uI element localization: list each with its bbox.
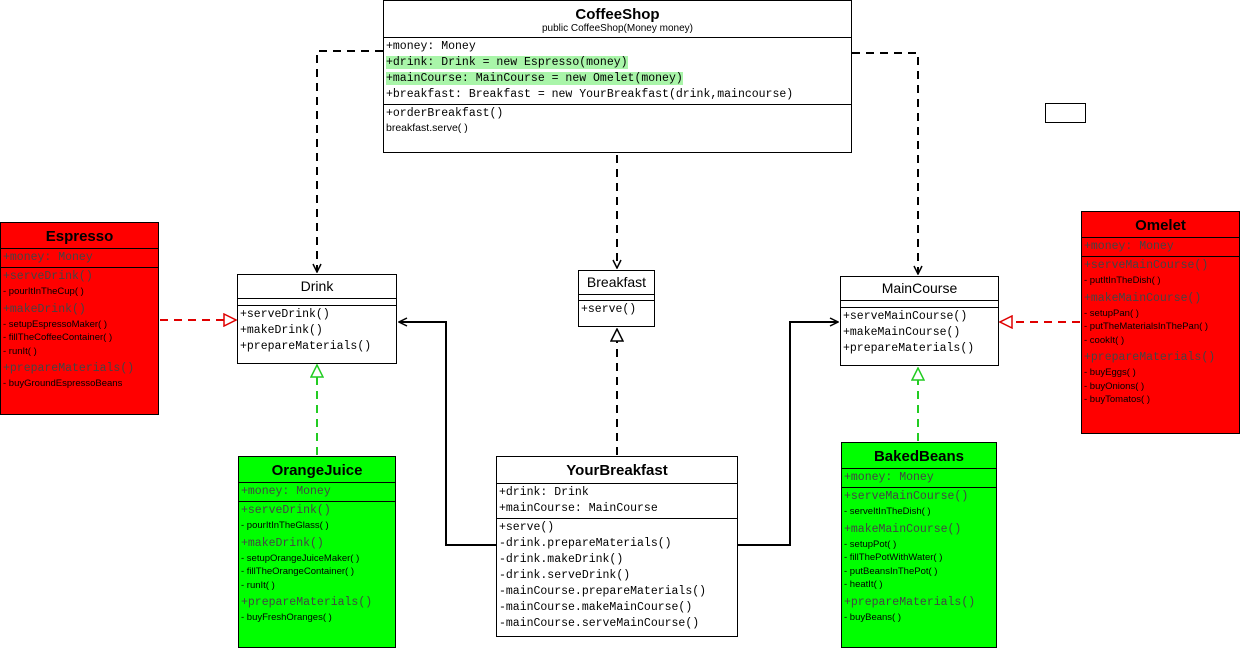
assoc-yourbreakfast-maincourse <box>738 322 838 546</box>
breakfast-operations: +serve() <box>579 300 654 319</box>
orangejuice-method-makedrink: +makeDrink() <box>241 536 324 550</box>
omelet-step: - putItInTheDish( ) <box>1084 275 1161 286</box>
espresso-title: Espresso <box>45 228 114 245</box>
omelet-step: - buyEggs( ) <box>1084 367 1136 378</box>
yourbreakfast-op: -drink.prepareMaterials() <box>499 537 672 550</box>
coffeeshop-title: CoffeeShop <box>575 6 660 23</box>
bakedbeans-step: - serveItInTheDish( ) <box>844 506 931 517</box>
orangejuice-step: - buyFreshOranges( ) <box>241 612 332 623</box>
omelet-step: - setupPan( ) <box>1084 307 1139 319</box>
bakedbeans-step: - fillThePotWithWater( ) <box>844 552 943 563</box>
espresso-step: - pourItInTheCup( ) <box>3 286 84 297</box>
yourbreakfast-op: -drink.makeDrink() <box>499 553 624 566</box>
maincourse-op-1: +serveMainCourse() <box>843 310 968 323</box>
coffeeshop-op-orderbreakfast: +orderBreakfast() <box>386 107 504 120</box>
espresso-step: - runIt( ) <box>3 345 37 357</box>
omelet-attr-money: +money: Money <box>1084 240 1174 253</box>
bakedbeans-method-preparematerials: +prepareMaterials() <box>844 595 976 609</box>
class-coffeeshop[interactable]: CoffeeShop public CoffeeShop(Money money… <box>383 0 852 153</box>
maincourse-op-3: +prepareMaterials() <box>843 342 975 355</box>
orangejuice-step: - runIt( ) <box>241 579 275 591</box>
drink-operations: +serveDrink() +makeDrink() +prepareMater… <box>238 305 396 356</box>
espresso-attr-money: +money: Money <box>3 251 93 264</box>
yourbreakfast-title: YourBreakfast <box>566 462 668 479</box>
yourbreakfast-attr-maincourse: +mainCourse: MainCourse <box>499 502 658 515</box>
bakedbeans-step: - buyBeans( ) <box>844 611 902 623</box>
espresso-step: - buyGroundEspressoBeans <box>3 378 123 389</box>
orangejuice-attr-money: +money: Money <box>241 485 331 498</box>
class-espresso[interactable]: Espresso +money: Money +serveDrink() - p… <box>0 222 159 415</box>
bakedbeans-step: - setupPot( ) <box>844 538 897 550</box>
dep-coffeeshop-maincourse <box>852 52 918 274</box>
yourbreakfast-operations: +serve() -drink.prepareMaterials() -drin… <box>497 518 737 633</box>
coffeeshop-op-note: breakfast.serve( ) <box>386 122 468 134</box>
drink-op-3: +prepareMaterials() <box>240 340 372 353</box>
bakedbeans-method-makemaincourse: +makeMainCourse() <box>844 522 962 536</box>
omelet-method-preparematerials: +prepareMaterials() <box>1084 351 1216 364</box>
coffeeshop-attr-maincourse: +mainCourse: MainCourse = new Omelet(mon… <box>386 72 683 85</box>
orangejuice-title: OrangeJuice <box>271 462 363 479</box>
maincourse-operations: +serveMainCourse() +makeMainCourse() +pr… <box>841 307 998 358</box>
orangejuice-step: - setupOrangeJuiceMaker( ) <box>241 552 360 564</box>
bakedbeans-title: BakedBeans <box>873 448 965 465</box>
interface-drink[interactable]: Drink +serveDrink() +makeDrink() +prepar… <box>237 274 397 364</box>
espresso-step: - fillTheCoffeeContainer( ) <box>3 332 113 343</box>
coffeeshop-attr-drink: +drink: Drink = new Espresso(money) <box>386 56 628 69</box>
dep-coffeeshop-drink <box>317 50 383 272</box>
yourbreakfast-op: -mainCourse.makeMainCourse() <box>499 601 693 614</box>
yourbreakfast-attributes: +drink: Drink +mainCourse: MainCourse <box>497 483 737 518</box>
omelet-title: Omelet <box>1135 217 1186 234</box>
omelet-method-makemaincourse: +makeMainCourse() <box>1084 291 1202 305</box>
class-orangejuice[interactable]: OrangeJuice +money: Money +serveDrink() … <box>238 456 396 648</box>
espresso-method-preparematerials: +prepareMaterials() <box>3 362 135 375</box>
drink-op-1: +serveDrink() <box>240 308 330 321</box>
interface-maincourse[interactable]: MainCourse +serveMainCourse() +makeMainC… <box>840 276 999 366</box>
omelet-step: - putTheMaterialsInThePan( ) <box>1084 321 1209 332</box>
espresso-method-makedrink: +makeDrink() <box>3 302 86 316</box>
espresso-step: - setupEspressoMaker( ) <box>3 318 108 330</box>
breakfast-title: Breakfast <box>586 274 647 290</box>
orangejuice-method-preparematerials: +prepareMaterials() <box>241 596 373 609</box>
omelet-step: - buyOnions( ) <box>1084 380 1145 392</box>
yourbreakfast-op: -mainCourse.serveMainCourse() <box>499 617 700 630</box>
assoc-yourbreakfast-drink <box>399 322 496 546</box>
yourbreakfast-attr-drink: +drink: Drink <box>499 486 589 499</box>
bakedbeans-step: - putBeansInThePot( ) <box>844 565 938 577</box>
maincourse-title: MainCourse <box>881 280 958 296</box>
bakedbeans-step: - heatIt( ) <box>844 579 883 590</box>
class-bakedbeans[interactable]: BakedBeans +money: Money +serveMainCours… <box>841 442 997 648</box>
omelet-step: - buyTomatos( ) <box>1084 394 1150 405</box>
empty-box <box>1045 103 1086 123</box>
breakfast-op-serve: +serve() <box>581 303 637 316</box>
espresso-method-servedrink: +serveDrink() <box>3 270 93 283</box>
coffeeshop-attr-breakfast: +breakfast: Breakfast = new YourBreakfas… <box>386 88 794 101</box>
bakedbeans-method-servemaincourse: +serveMainCourse() <box>844 490 969 503</box>
bakedbeans-attr-money: +money: Money <box>844 471 934 484</box>
orangejuice-method-servedrink: +serveDrink() <box>241 504 331 517</box>
coffeeshop-operations: +orderBreakfast() breakfast.serve( ) <box>384 104 851 137</box>
interface-breakfast[interactable]: Breakfast +serve() <box>578 270 655 327</box>
maincourse-op-2: +makeMainCourse() <box>843 326 961 339</box>
class-omelet[interactable]: Omelet +money: Money +serveMainCourse() … <box>1081 211 1240 434</box>
coffeeshop-constructor: public CoffeeShop(Money money) <box>541 23 693 34</box>
coffeeshop-attributes: +money: Money +drink: Drink = new Espres… <box>384 37 851 104</box>
omelet-step: - cookIt( ) <box>1084 334 1125 346</box>
yourbreakfast-op-serve: +serve() <box>499 521 555 534</box>
omelet-method-servemaincourse: +serveMainCourse() <box>1084 259 1209 272</box>
orangejuice-step: - fillTheOrangeContainer( ) <box>241 566 354 577</box>
drink-op-2: +makeDrink() <box>240 324 323 337</box>
coffeeshop-attr-money: +money: Money <box>386 40 476 53</box>
orangejuice-step: - pourItInTheGlass( ) <box>241 520 329 531</box>
yourbreakfast-op: -mainCourse.prepareMaterials() <box>499 585 707 598</box>
yourbreakfast-op: -drink.serveDrink() <box>499 569 631 582</box>
class-yourbreakfast[interactable]: YourBreakfast +drink: Drink +mainCourse:… <box>496 456 738 637</box>
drink-title: Drink <box>300 278 334 294</box>
